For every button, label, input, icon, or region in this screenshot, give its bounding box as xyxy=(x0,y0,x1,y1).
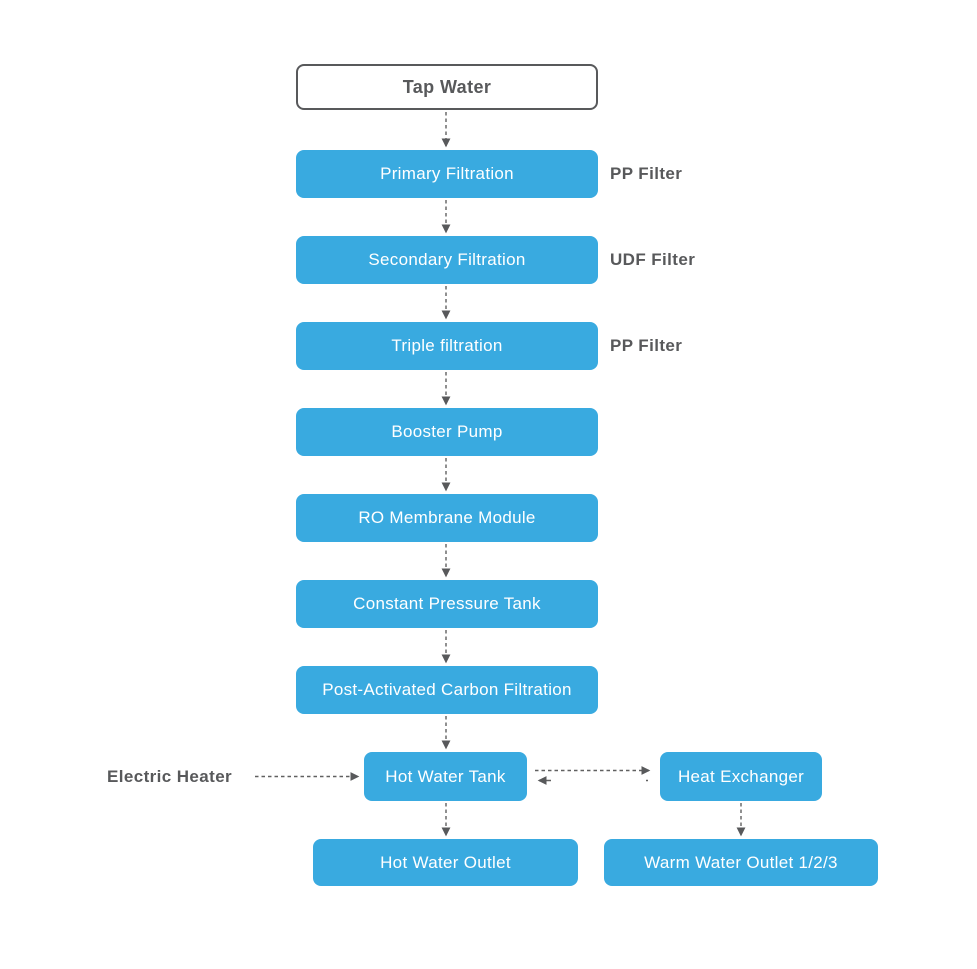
label-pp-filter-triple: PP Filter xyxy=(610,336,683,355)
node-heat-exchanger: Heat Exchanger xyxy=(660,752,822,801)
node-warm-water-outlet: Warm Water Outlet 1/2/3 xyxy=(604,839,878,886)
node-triple-filtration: Triple filtration xyxy=(296,322,598,370)
node-booster-pump: Booster Pump xyxy=(296,408,598,456)
node-secondary-filtration: Secondary Filtration xyxy=(296,236,598,284)
label-electric-heater: Electric Heater xyxy=(107,767,233,786)
node-primary-filtration: Primary Filtration xyxy=(296,150,598,198)
node-constant-pressure-tank: Constant Pressure Tank xyxy=(296,580,598,628)
node-hot-water-tank: Hot Water Tank xyxy=(364,752,527,801)
label-pp-filter-primary: PP Filter xyxy=(610,164,683,183)
node-ro-membrane-module: RO Membrane Module xyxy=(296,494,598,542)
node-hot-water-outlet: Hot Water Outlet xyxy=(313,839,578,886)
label-udf-filter-secondary: UDF Filter xyxy=(610,250,696,269)
node-tap-water: Tap Water xyxy=(296,64,598,110)
node-post-activated-carbon-filtration: Post-Activated Carbon Filtration xyxy=(296,666,598,714)
